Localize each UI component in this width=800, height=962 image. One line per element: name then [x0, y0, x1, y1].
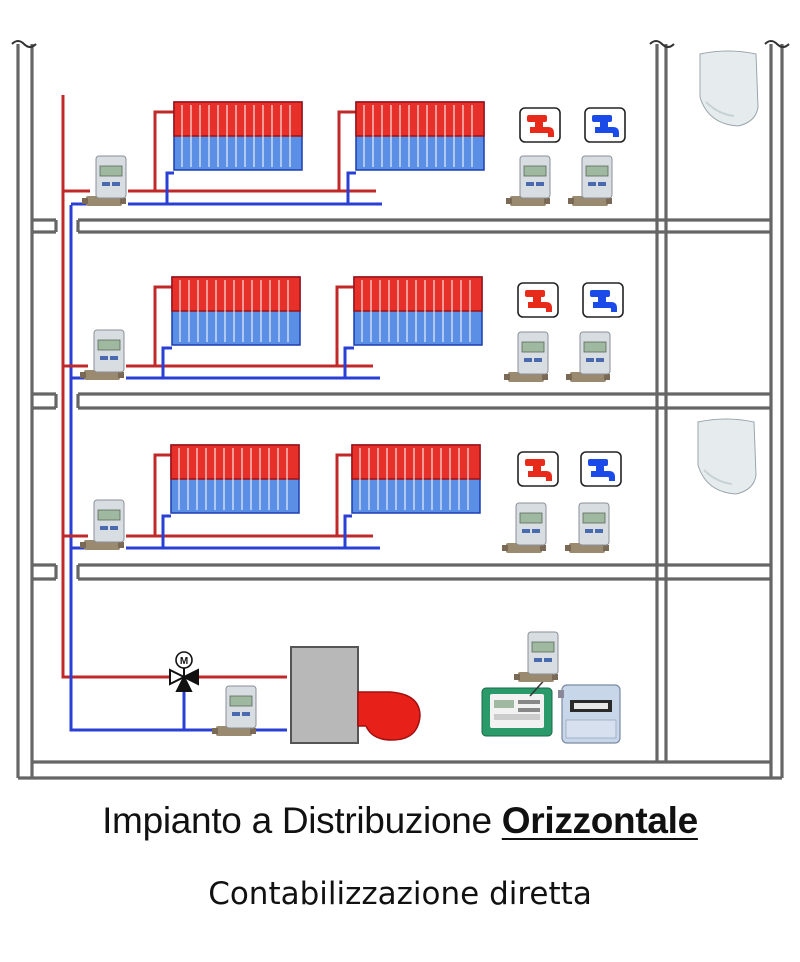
three-way-valve-icon: M — [169, 651, 199, 730]
cold-water-tap-icon — [582, 282, 624, 318]
water-meter-icon — [567, 155, 613, 207]
floor-2-circuit — [63, 276, 624, 383]
boiler-icon — [290, 646, 359, 744]
radiator-icon — [351, 444, 481, 514]
hot-water-tap-icon — [517, 282, 559, 318]
radiator-icon — [171, 276, 301, 346]
cold-water-tap-icon — [580, 451, 622, 487]
wall-break-marks — [11, 40, 790, 48]
cold-water-tap-icon — [584, 107, 626, 143]
radiator-icon — [353, 276, 483, 346]
hot-water-tap-icon — [519, 107, 561, 143]
heat-meter-icon — [79, 329, 125, 381]
burner-icon — [357, 691, 421, 741]
water-meter-icon — [503, 331, 549, 383]
gas-meter-icon — [558, 684, 621, 744]
radiator-icon — [173, 101, 303, 171]
heat-meter-icon — [79, 499, 125, 551]
floor-3-circuit — [63, 101, 626, 207]
water-meter-icon — [501, 502, 547, 554]
water-meter-icon — [565, 331, 611, 383]
plant-room: M — [169, 631, 621, 744]
concentrator-icon — [699, 50, 759, 127]
building-structure — [16, 44, 784, 780]
heat-meter-icon — [513, 631, 559, 683]
radiator-icon — [170, 444, 300, 514]
diagram-subtitle: Contabilizzazione diretta — [208, 876, 592, 912]
title-emphasis: Orizzontale — [501, 800, 698, 841]
valve-motor-label: M — [180, 656, 188, 667]
diagram-title: Impianto a Distribuzione Orizzontale — [0, 800, 800, 842]
floor-1-circuit — [63, 444, 622, 554]
heat-meter-icon — [81, 155, 127, 207]
concentrator-icon — [697, 418, 757, 495]
hot-water-tap-icon — [517, 451, 559, 487]
heating-distribution-diagram: M — [11, 40, 790, 780]
heat-meter-icon — [211, 685, 257, 737]
radiator-icon — [355, 101, 485, 171]
title-prefix: Impianto a Distribuzione — [102, 800, 492, 841]
water-meter-icon — [505, 155, 551, 207]
controller-icon — [481, 687, 553, 737]
water-meter-icon — [564, 502, 610, 554]
